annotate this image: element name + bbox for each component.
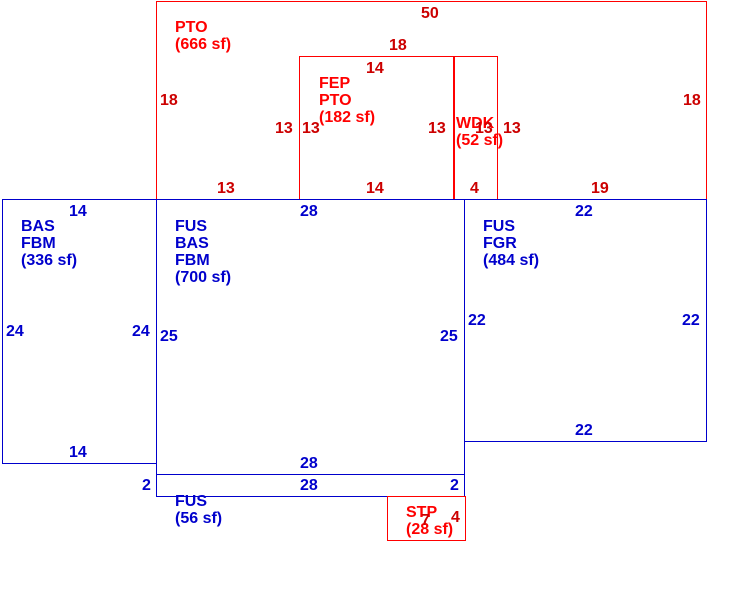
dim-pto-bottom-left: 13: [217, 180, 235, 197]
dim-fus-main-bottom: 28: [300, 455, 318, 472]
fep-area-value: (182 sf): [319, 109, 376, 126]
fep-line2: PTO: [319, 92, 352, 109]
pto-name: PTO: [175, 19, 208, 36]
dim-stp-top: 7: [421, 512, 430, 529]
dim-pto-bottom-right: 19: [591, 180, 609, 197]
bas-left-area-value: (336 sf): [21, 252, 78, 269]
dim-wdk-right: 13: [503, 120, 521, 137]
dim-fus-main-top: 28: [300, 203, 318, 220]
stp-area-value: (28 sf): [406, 521, 454, 538]
dim-bas-bottom: 14: [69, 444, 87, 461]
dim-fgr-left: 22: [468, 312, 486, 329]
dim-fus-main-left: 25: [160, 328, 178, 345]
fus-main-line1: FUS: [175, 218, 207, 235]
dim-wdk-bottom: 4: [470, 180, 479, 197]
wdk-name: WDK: [456, 115, 495, 132]
bas-left-label: BAS FBM (336 sf): [21, 218, 77, 269]
fus-fgr-area-value: (484 sf): [483, 252, 540, 269]
pto-label: PTO (666 sf): [175, 19, 231, 53]
dim-stp-right: 4: [451, 509, 460, 526]
dim-bas-left: 24: [6, 323, 24, 340]
dim-wdk-left: 13: [475, 120, 493, 137]
fus-fgr-line2: FGR: [483, 235, 517, 252]
bas-left-line1: BAS: [21, 218, 55, 235]
dim-fep-bottom: 14: [366, 180, 384, 197]
fus-fgr-label: FUS FGR (484 sf): [483, 218, 539, 269]
dim-fep-left-outer: 13: [275, 120, 293, 137]
stp-label: STP (28 sf): [406, 504, 453, 538]
fus-main-line3: FBM: [175, 252, 210, 269]
dim-fep-right: 13: [428, 120, 446, 137]
fus-fgr-line1: FUS: [483, 218, 515, 235]
fus-small-name: FUS: [175, 493, 207, 510]
dim-fus-main-right: 25: [440, 328, 458, 345]
dim-fgr-bottom: 22: [575, 422, 593, 439]
fus-small-label: FUS (56 sf): [175, 493, 222, 527]
fus-main-area-value: (700 sf): [175, 269, 232, 286]
dim-pto-top: 50: [421, 5, 439, 22]
fus-small-area: [156, 474, 465, 497]
dim-pto-right: 18: [683, 92, 701, 109]
wdk-label: WDK (52 sf): [456, 115, 503, 149]
wdk-area-value: (52 sf): [456, 132, 504, 149]
bas-left-line2: FBM: [21, 235, 56, 252]
dim-fgr-top: 22: [575, 203, 593, 220]
pto-area-value: (666 sf): [175, 36, 232, 53]
fep-line1: FEP: [319, 75, 351, 92]
dim-fep-top-outer: 18: [389, 37, 407, 54]
fus-main-label: FUS BAS FBM (700 sf): [175, 218, 231, 286]
dim-bas-right: 24: [132, 323, 150, 340]
dim-fep-top-inner: 14: [366, 60, 384, 77]
stp-area: [387, 496, 466, 541]
dim-pto-left: 18: [160, 92, 178, 109]
stp-name: STP: [406, 504, 438, 521]
dim-fus-small-top: 28: [300, 477, 318, 494]
fep-label: FEP PTO (182 sf): [319, 75, 375, 126]
fus-main-line2: BAS: [175, 235, 209, 252]
dim-fus-small-right: 2: [450, 477, 459, 494]
dim-fgr-right: 22: [682, 312, 700, 329]
fus-small-area-value: (56 sf): [175, 510, 223, 527]
dim-fep-left-inner: 13: [302, 120, 320, 137]
dim-fus-small-left: 2: [142, 477, 151, 494]
fus-fgr-area: [464, 199, 707, 442]
dim-bas-top: 14: [69, 203, 87, 220]
